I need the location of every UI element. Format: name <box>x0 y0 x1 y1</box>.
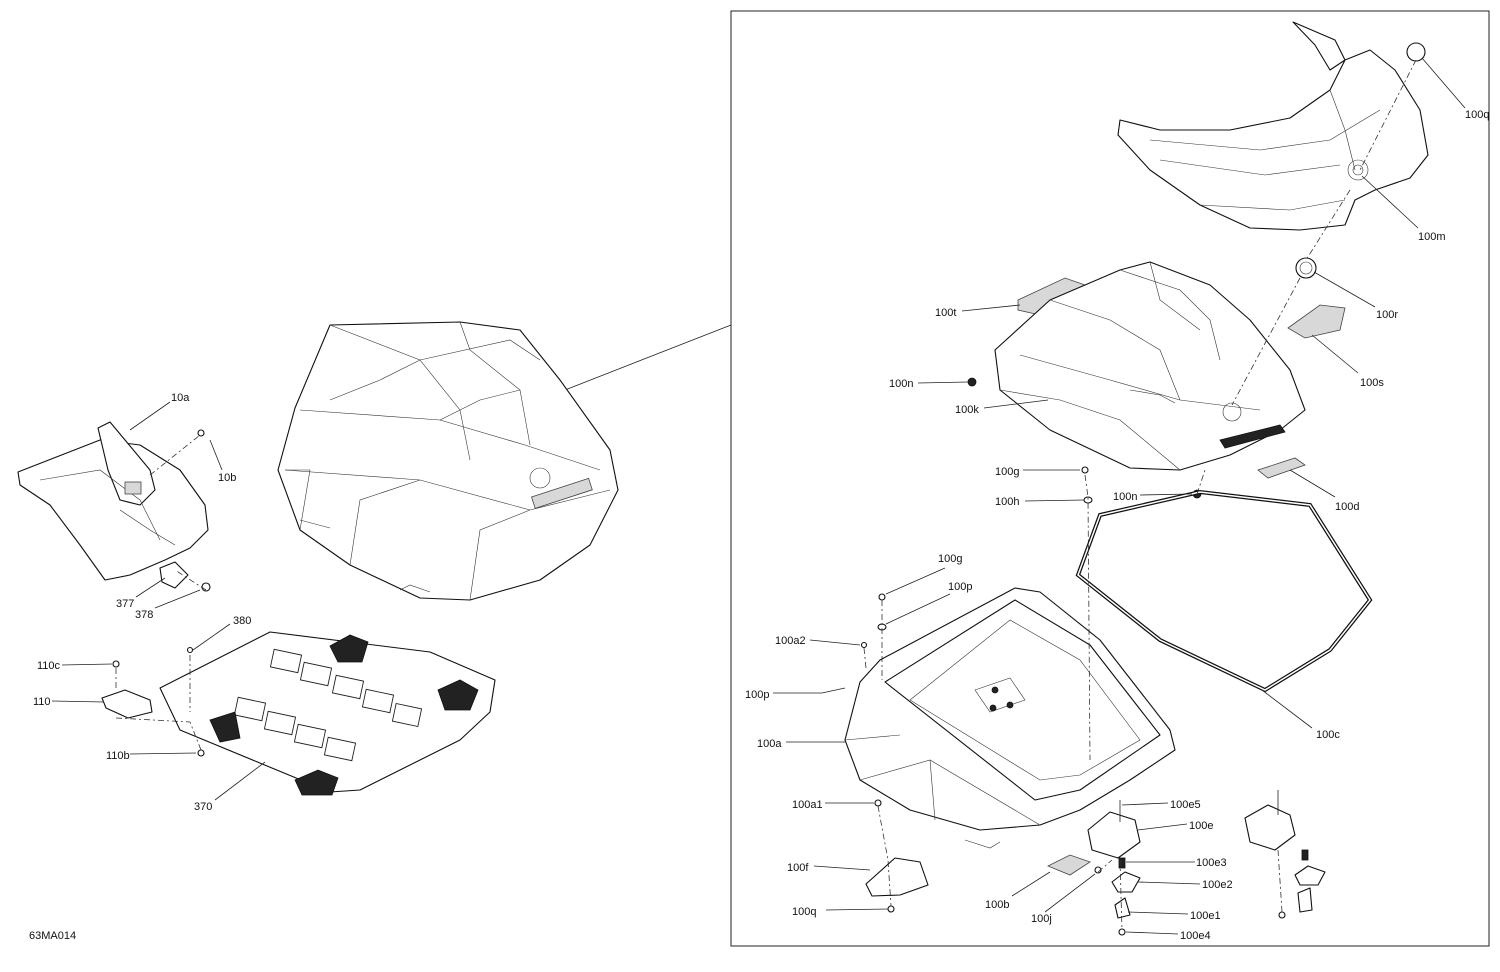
label-100k: 100k <box>955 404 979 416</box>
label-110c: 110c <box>37 660 61 672</box>
latch-100e <box>1087 811 1141 859</box>
tub-100a <box>844 587 1176 849</box>
screw-10b <box>197 429 205 437</box>
label-100b: 100b <box>985 899 1009 911</box>
screw-100j <box>1094 866 1102 874</box>
label-380: 380 <box>233 615 251 627</box>
clip-110 <box>101 689 153 719</box>
label-100h: 100h <box>995 496 1019 508</box>
label-10b: 10b <box>218 472 236 484</box>
label-100a1: 100a1 <box>792 799 823 811</box>
screw-100g-mid <box>878 593 886 601</box>
left-labels: 10a 10b 377 378 380 110c 110 110b 370 <box>33 392 251 813</box>
spring-100e3 <box>1118 857 1126 869</box>
label-378: 378 <box>135 609 153 621</box>
pad-100b <box>1047 854 1091 876</box>
label-100s: 100s <box>1360 377 1384 389</box>
label-100g-top: 100g <box>995 466 1019 478</box>
right-assembly-lines <box>863 59 1417 931</box>
latch-part-100e1 <box>1114 897 1131 919</box>
screw-380 <box>186 646 194 654</box>
label-100e4: 100e4 <box>1180 930 1211 942</box>
pin-100p <box>821 687 846 694</box>
screw-100g-top <box>1081 466 1089 474</box>
label-100q-bottom: 100q <box>792 906 816 918</box>
label-100e: 100e <box>1189 820 1213 832</box>
latch-assembly-right <box>1244 790 1326 919</box>
label-100p-top: 100p <box>948 581 972 593</box>
label-100c: 100c <box>1316 729 1340 741</box>
top-case-assembly <box>277 321 619 601</box>
label-100e3: 100e3 <box>1196 857 1227 869</box>
label-100a2: 100a2 <box>775 635 806 647</box>
nut-100e4 <box>1118 928 1126 936</box>
diagram-id: 63MA014 <box>29 930 76 942</box>
decal-100s <box>1287 304 1346 339</box>
latch-cover-100d <box>1257 457 1306 479</box>
foot-100f <box>865 857 929 897</box>
grommet-100a1 <box>874 799 882 807</box>
right-leaders <box>773 57 1466 935</box>
label-100m: 100m <box>1418 231 1446 243</box>
ring-100r-inner <box>1299 261 1313 275</box>
plate-slots <box>233 648 423 762</box>
label-100a: 100a <box>757 738 782 750</box>
label-100e1: 100e1 <box>1190 910 1221 922</box>
screw-110b <box>197 749 205 757</box>
label-100q-top: 100q <box>1465 109 1489 121</box>
lid-100k <box>994 261 1306 471</box>
label-100r: 100r <box>1376 309 1398 321</box>
grommet-100n-left <box>967 377 977 387</box>
label-100f: 100f <box>787 862 809 874</box>
label-100j: 100j <box>1031 913 1052 925</box>
base-plate-370 <box>159 631 496 796</box>
seal-100c <box>1075 489 1373 693</box>
screw-100a2 <box>860 641 868 649</box>
label-377: 377 <box>116 598 134 610</box>
label-110: 110 <box>33 696 51 708</box>
label-100e2: 100e2 <box>1202 879 1233 891</box>
detail-frame <box>730 10 1490 947</box>
label-100n-right: 100n <box>1113 491 1137 503</box>
label-100t: 100t <box>935 307 956 319</box>
label-10a: 10a <box>171 392 190 404</box>
bracket-10a <box>17 421 209 589</box>
label-110b: 110b <box>106 750 130 762</box>
detail-callout-line <box>564 324 732 391</box>
left-leaders <box>51 401 266 801</box>
label-100e5: 100e5 <box>1170 799 1201 811</box>
cap-100q <box>1406 42 1426 62</box>
screw-110c <box>112 660 120 668</box>
top-cover-100m <box>1117 21 1429 231</box>
latch-part-100e2 <box>1111 871 1141 893</box>
label-100d: 100d <box>1335 501 1359 513</box>
screw-100q-bottom <box>887 905 895 913</box>
ring-100r <box>1295 257 1317 279</box>
label-100n-left: 100n <box>889 378 913 390</box>
label-370: 370 <box>194 801 212 813</box>
label-100p-left: 100p <box>745 689 769 701</box>
label-100g-mid: 100g <box>938 553 962 565</box>
right-labels: 100q 100m 100r 100t 100s 100n 100k 100g … <box>745 109 1489 942</box>
